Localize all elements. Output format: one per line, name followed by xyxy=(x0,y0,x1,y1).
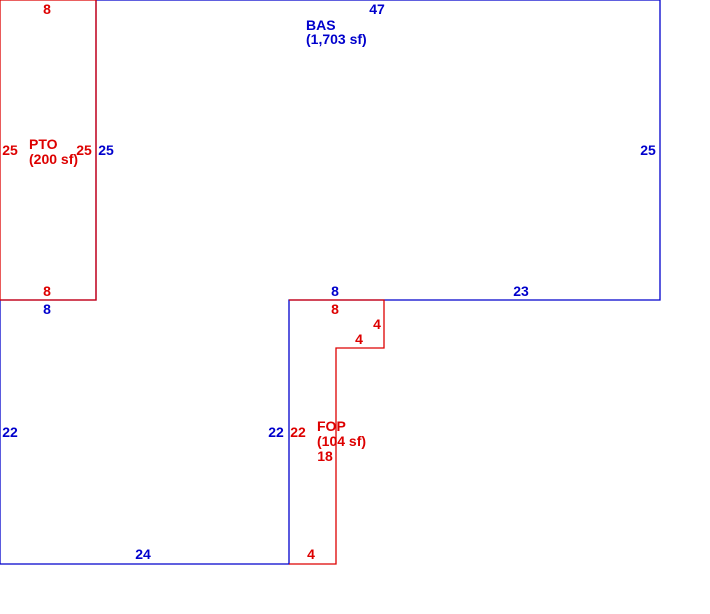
bas-dim-top: 47 xyxy=(369,1,385,17)
fop-dim-bottom: 4 xyxy=(307,546,315,562)
bas-dim-inner-left: 25 xyxy=(98,142,114,158)
bas-dim-step-top: 23 xyxy=(513,283,529,299)
pto-outline xyxy=(0,0,97,301)
bas-dim-notch-top: 8 xyxy=(331,283,339,299)
bas-dim-ledge: 8 xyxy=(43,301,51,317)
fop-area-code: FOP xyxy=(317,418,346,434)
fop-dim-right-short: 4 xyxy=(373,316,381,332)
bas-area-code: BAS xyxy=(306,17,336,33)
pto-dim-bottom: 8 xyxy=(43,283,51,299)
pto-dim-left: 25 xyxy=(2,142,18,158)
bas-dim-bottom: 24 xyxy=(135,546,151,562)
fop-dim-inner-right: 18 xyxy=(317,448,333,464)
fop-outline xyxy=(289,299,385,565)
bas-outline xyxy=(0,0,661,565)
pto-dim-top: 8 xyxy=(43,1,51,17)
pto-area-code: PTO xyxy=(29,136,58,152)
pto-area-size: (200 sf) xyxy=(29,151,78,167)
bas-dim-notch-left: 22 xyxy=(268,424,284,440)
pto-dim-right: 25 xyxy=(76,142,92,158)
bas-dim-left: 22 xyxy=(2,424,18,440)
fop-dim-left: 22 xyxy=(290,424,306,440)
bas-dim-right: 25 xyxy=(640,142,656,158)
bas-area-size: (1,703 sf) xyxy=(306,31,367,47)
fop-dim-top: 8 xyxy=(331,301,339,317)
fop-area-size: (104 sf) xyxy=(317,433,366,449)
fop-dim-step: 4 xyxy=(355,331,363,347)
